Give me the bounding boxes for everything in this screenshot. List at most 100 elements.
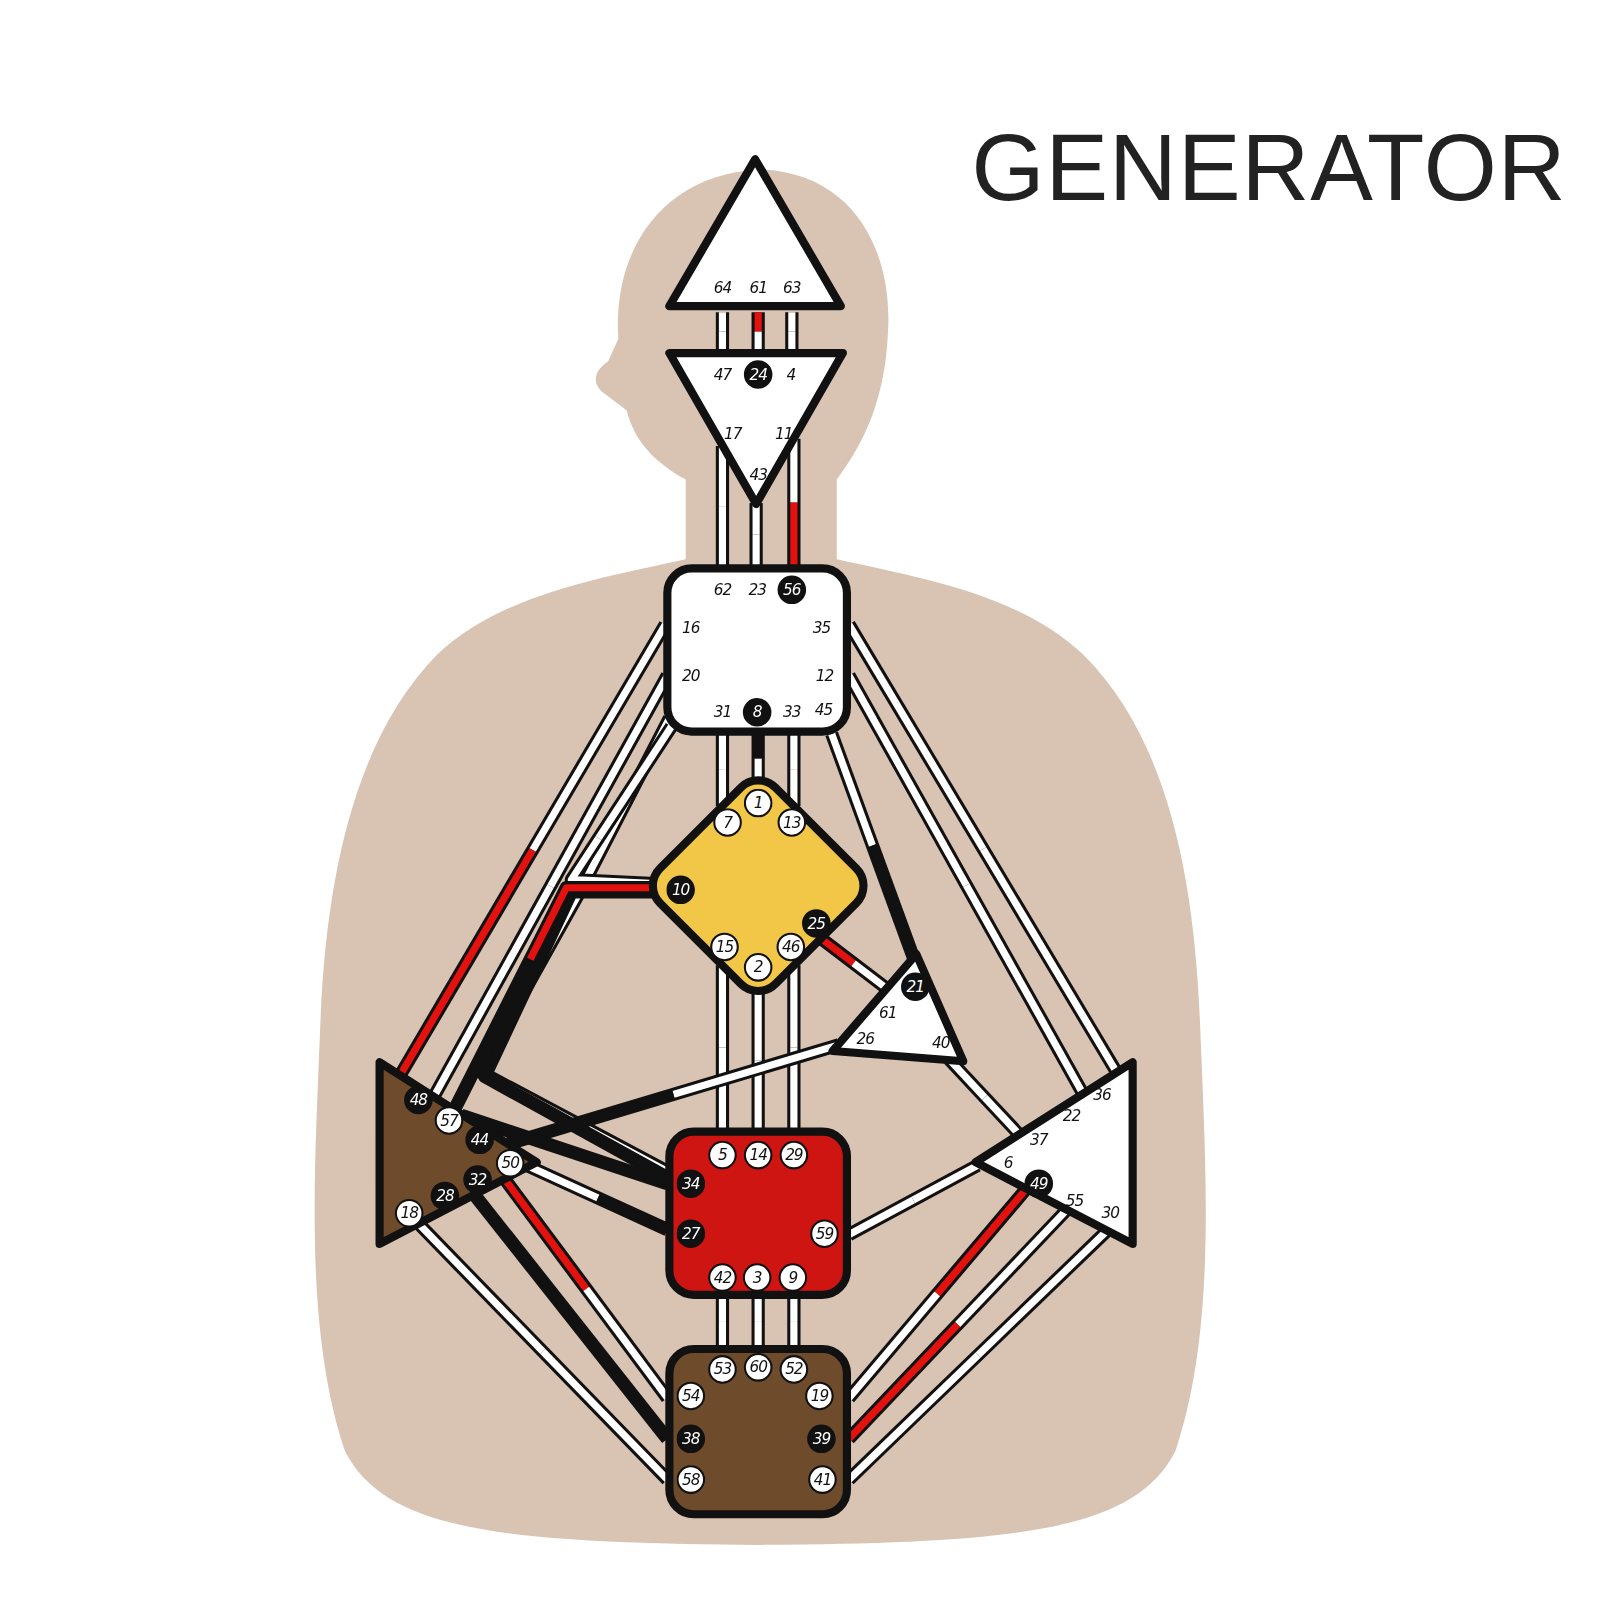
channel-outline (752, 1297, 765, 1347)
channel-half (673, 1045, 838, 1094)
gate-number-circle: 18 (395, 1199, 424, 1228)
channel-half (790, 1322, 797, 1347)
channel-half (753, 535, 760, 567)
gate-number: 6 (994, 1149, 1023, 1178)
channel-half (564, 1149, 667, 1183)
center-outline (643, 770, 874, 1001)
gate-number-circle: 28 (431, 1182, 460, 1211)
channel-half (849, 1324, 958, 1438)
gate-number-circle: 3 (743, 1263, 772, 1292)
channel-half (755, 992, 762, 1061)
channel-half (719, 332, 726, 351)
channel-half (719, 506, 726, 566)
chart-title: GENERATOR (971, 114, 1566, 221)
channel-half (966, 885, 1083, 1095)
channel (758, 734, 759, 784)
gate-number: 20 (677, 661, 706, 690)
gate-number: 62 (708, 576, 737, 605)
channel-half (530, 888, 655, 960)
center-outline (669, 1349, 847, 1514)
channel-half (854, 963, 886, 987)
center-outline (833, 954, 964, 1061)
channel-half (454, 959, 530, 1110)
channel-half (755, 1322, 762, 1347)
gate-number-circle: 44 (465, 1126, 494, 1155)
channel-half (598, 727, 671, 839)
gate-number-circle: 19 (805, 1382, 834, 1411)
channel-half (598, 1198, 667, 1230)
channel-outline (400, 624, 665, 1075)
channel-half (790, 1297, 797, 1322)
channel-outline (849, 1231, 1107, 1480)
gate-number-circle: 41 (808, 1465, 837, 1494)
channel-half (719, 1297, 726, 1322)
center-outline (667, 568, 847, 731)
channel-outline (749, 503, 762, 566)
channel-half (849, 676, 966, 886)
channel (722, 734, 723, 806)
channel-half (719, 1322, 726, 1347)
channel-half (755, 1297, 762, 1322)
gate-number: 26 (851, 1024, 880, 1053)
center-box: 622356163520123183345 (663, 564, 851, 735)
channel-half (958, 1210, 1067, 1324)
channel (505, 1180, 667, 1398)
channel-half (571, 838, 655, 884)
channel-half (755, 734, 762, 759)
channel-half (788, 312, 795, 331)
channel-half (937, 1190, 1025, 1294)
channel (758, 1297, 759, 1347)
gate-number-circle: 27 (677, 1219, 706, 1248)
center-box: 48574450322818 (371, 1056, 542, 1250)
channel-outline (785, 312, 798, 351)
gate-number: 31 (708, 698, 737, 727)
channel (949, 1059, 1020, 1136)
channel-outline (418, 1223, 667, 1479)
channel-half (821, 939, 853, 963)
channel-outline (716, 734, 729, 806)
gate-number: 30 (1096, 1199, 1125, 1228)
channel (832, 734, 914, 957)
channel (849, 1210, 1066, 1439)
channel-half (913, 1165, 977, 1200)
channel (849, 1231, 1107, 1480)
channel-half (571, 1317, 667, 1439)
channel (418, 1223, 667, 1479)
channel-outline (787, 1297, 800, 1347)
channel-outline (716, 1297, 729, 1347)
channel (756, 503, 757, 566)
channel-outline (849, 1190, 1026, 1398)
channel (793, 734, 794, 806)
gate-number-circle: 42 (708, 1263, 737, 1292)
gate-number-circle: 34 (677, 1169, 706, 1198)
channel (722, 446, 723, 566)
channel (758, 992, 759, 1130)
channel-half (400, 850, 533, 1076)
gate-number-circle: 25 (802, 909, 831, 938)
channel (849, 1165, 978, 1234)
channel-outline (949, 1059, 1020, 1136)
gate-number-circle: 2 (744, 953, 773, 982)
gate-number: 63 (778, 273, 807, 302)
channel (722, 312, 723, 351)
center-outline (380, 1062, 537, 1244)
channel-half (418, 1223, 542, 1351)
gate-number: 61 (873, 999, 902, 1028)
gate-number: 4 (777, 360, 806, 389)
channel-half (872, 845, 913, 957)
channel-outline (787, 439, 800, 567)
channel-half (474, 1195, 570, 1317)
channel-half (849, 1294, 937, 1398)
channel-half (949, 1059, 985, 1097)
gate-number-circle: 15 (710, 933, 739, 962)
gate-number-circle: 58 (677, 1465, 706, 1494)
gate-number-circle: 7 (713, 808, 742, 837)
gate-number: 11 (769, 419, 798, 448)
gate-number-circle: 9 (779, 1263, 808, 1292)
channel-half (788, 332, 795, 351)
channel (791, 312, 792, 351)
center-box: 47244171143 (663, 347, 849, 510)
channel (722, 965, 723, 1129)
center-box: 3622376495530 (969, 1056, 1140, 1250)
channel-outline (849, 624, 1117, 1073)
